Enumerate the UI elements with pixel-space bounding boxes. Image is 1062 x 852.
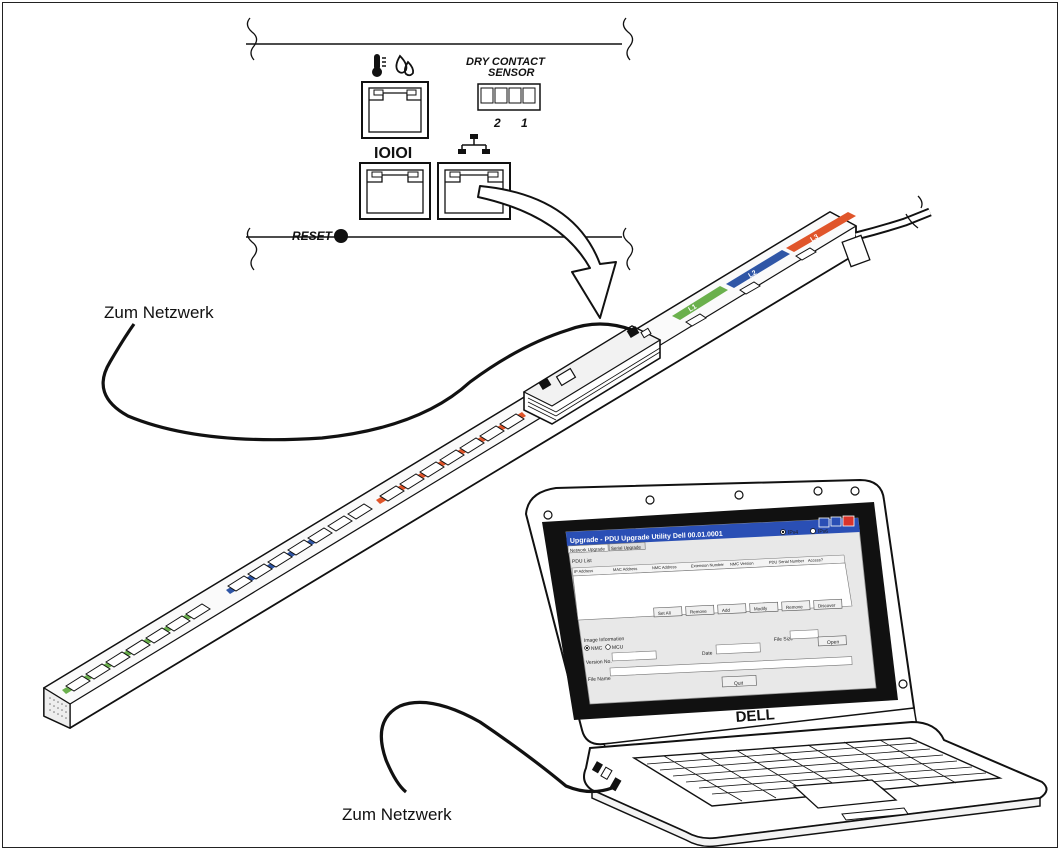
file-name-field[interactable]	[609, 656, 853, 677]
laptop-network-port	[609, 777, 622, 792]
pdu-list-button[interactable]	[653, 606, 683, 618]
pdu-list-button[interactable]	[749, 601, 779, 613]
column-header[interactable]: MAC Address	[613, 566, 638, 572]
dry-contact-port-1: 1	[521, 116, 528, 130]
network-label-bottom: Zum Netzwerk	[342, 805, 452, 824]
open-button-label: Open	[827, 639, 840, 646]
pdu-strip: L1 L2 L3	[42, 195, 932, 729]
segment-label-l2: L2	[747, 269, 758, 279]
column-header[interactable]: Extension Number	[691, 562, 725, 569]
radio-mcu[interactable]	[605, 644, 611, 650]
pdu-list-button-label: Modify	[754, 606, 768, 612]
segment-label-l3: L3	[809, 233, 820, 243]
column-header[interactable]: Access?	[808, 557, 824, 563]
column-header[interactable]: NMC Address	[652, 564, 677, 570]
laptop: Upgrade - PDU Upgrade Utility Dell 00.01…	[524, 478, 1048, 848]
reset-label: RESET	[292, 229, 334, 243]
serial-port	[359, 162, 431, 220]
callout-arrow	[477, 185, 617, 319]
upgrade-window: Upgrade - PDU Upgrade Utility Dell 00.01…	[565, 515, 877, 705]
file-size-field[interactable]	[789, 629, 819, 640]
pdu-list-button-label: Discover	[818, 603, 836, 609]
laptop-logo: DELL	[735, 706, 775, 726]
quit-button-label: Quit	[734, 681, 744, 687]
file-name-label: File Name	[588, 676, 611, 683]
pdu-list-button-label: Remove	[690, 609, 707, 615]
version-field[interactable]	[611, 650, 657, 662]
file-size-label: File Size	[774, 636, 794, 643]
tab-serial-upgrade-label: Serial Upgrade	[611, 545, 642, 551]
window-close-button[interactable]	[842, 515, 855, 527]
network-icon	[458, 134, 490, 154]
network-cable-laptop	[379, 700, 613, 794]
radio-mcu-label: MCU	[612, 644, 624, 651]
pdu-list-button[interactable]	[685, 604, 715, 616]
humidity-icon	[395, 54, 415, 77]
tab-network-upgrade-label: Network Upgrade	[570, 546, 606, 553]
thermometer-icon	[372, 54, 386, 77]
radio-ipv6-label: IPv6	[818, 529, 828, 535]
touchpad	[792, 779, 898, 809]
quit-button[interactable]	[721, 675, 757, 688]
dry-contact-connector	[477, 83, 541, 111]
segment-label-l1: L1	[687, 303, 698, 313]
version-label: Version No.	[586, 659, 612, 666]
tab-network-upgrade[interactable]	[567, 543, 609, 554]
dry-contact-label-line2: SENSOR	[488, 67, 535, 79]
network-cable-pdu	[101, 322, 633, 442]
pdu-list-title: PDU List	[572, 558, 593, 565]
reset-button[interactable]	[334, 229, 348, 243]
date-label: Date	[702, 650, 713, 657]
pdu-list-button-label: Set All	[658, 610, 671, 616]
serial-port-label: IOIOI	[374, 145, 412, 162]
column-header[interactable]: NMC Version	[730, 560, 754, 566]
radio-ipv4-label: IPv4	[788, 530, 798, 536]
pdu-list-button-label: Add	[722, 608, 731, 613]
tab-serial-upgrade[interactable]	[608, 541, 646, 552]
open-button[interactable]	[817, 635, 847, 647]
date-field[interactable]	[715, 642, 761, 655]
port-panel-detail: DRY CONTACT SENSOR 2 1 IOIOI	[246, 17, 634, 319]
sensor-port	[361, 81, 429, 139]
network-label-top: Zum Netzwerk	[104, 303, 214, 322]
dry-contact-label-line1: DRY CONTACT	[466, 56, 546, 68]
image-info-title: Image Information	[584, 636, 625, 644]
pdu-list-button-label: Remove	[786, 604, 803, 610]
pdu-list-button[interactable]	[717, 603, 747, 615]
radio-nmc-label: NMC	[591, 645, 603, 652]
pdu-list-button[interactable]	[781, 600, 811, 612]
pdu-list-button[interactable]	[813, 598, 843, 610]
dry-contact-port-2: 2	[493, 116, 501, 130]
column-header[interactable]: PDU Serial Number	[769, 558, 805, 565]
column-header[interactable]: IP Address	[574, 568, 593, 574]
